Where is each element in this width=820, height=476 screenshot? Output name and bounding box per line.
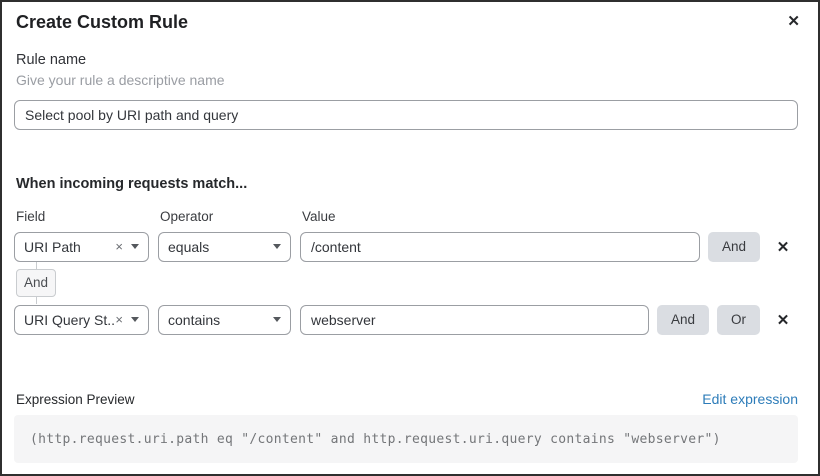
chevron-down-icon [131, 244, 139, 249]
operator-column-label: Operator [160, 209, 214, 224]
match-section-heading: When incoming requests match... [16, 176, 248, 192]
rule-name-label: Rule name [16, 52, 87, 68]
page-title: Create Custom Rule [16, 12, 189, 32]
remove-condition-icon[interactable]: ✕ [768, 311, 798, 329]
close-icon[interactable]: ✕ [785, 10, 802, 34]
expression-preview-box: (http.request.uri.path eq "/content" and… [14, 415, 798, 463]
condition-connector: And [16, 262, 56, 304]
dialog-header: Create Custom Rule ✕ [14, 10, 800, 34]
operator-select-value: contains [168, 311, 221, 328]
value-column-label: Value [302, 209, 336, 224]
create-custom-rule-dialog: Create Custom Rule ✕ Rule name Give your… [2, 10, 818, 463]
operator-select[interactable]: equals [158, 231, 291, 262]
condition-row: URI Path × equals And ✕ [14, 231, 798, 262]
chevron-down-icon [273, 244, 281, 249]
clear-icon[interactable]: × [115, 239, 123, 254]
field-column-label: Field [16, 209, 46, 224]
rule-name-input[interactable] [14, 100, 798, 130]
operator-select[interactable]: contains [158, 304, 291, 335]
operator-select-value: equals [168, 238, 210, 255]
field-select[interactable]: URI Path × [14, 231, 149, 262]
field-select-value: URI Query St... [24, 311, 116, 328]
expression-preview-header: Expression Preview Edit expression [14, 391, 798, 408]
chevron-down-icon [273, 317, 281, 322]
or-button[interactable]: Or [717, 304, 760, 335]
value-input[interactable] [300, 231, 700, 262]
and-button[interactable]: And [707, 231, 760, 262]
condition-column-labels: Field Operator Value [16, 209, 798, 225]
chevron-down-icon [131, 317, 139, 322]
and-connector-badge: And [16, 269, 56, 297]
clear-icon[interactable]: × [115, 312, 123, 327]
and-button[interactable]: And [656, 304, 709, 335]
remove-condition-icon[interactable]: ✕ [768, 238, 798, 256]
field-select[interactable]: URI Query St... × [14, 304, 149, 335]
value-input[interactable] [300, 304, 649, 335]
field-select-value: URI Path [24, 238, 81, 255]
expression-preview-label: Expression Preview [16, 392, 135, 407]
edit-expression-link[interactable]: Edit expression [702, 391, 798, 407]
rule-name-hint: Give your rule a descriptive name [16, 72, 225, 88]
condition-row: URI Query St... × contains And Or ✕ [14, 304, 798, 335]
expression-code: (http.request.uri.path eq "/content" and… [30, 431, 721, 447]
connector-line [35, 262, 37, 269]
connector-line [35, 297, 37, 304]
